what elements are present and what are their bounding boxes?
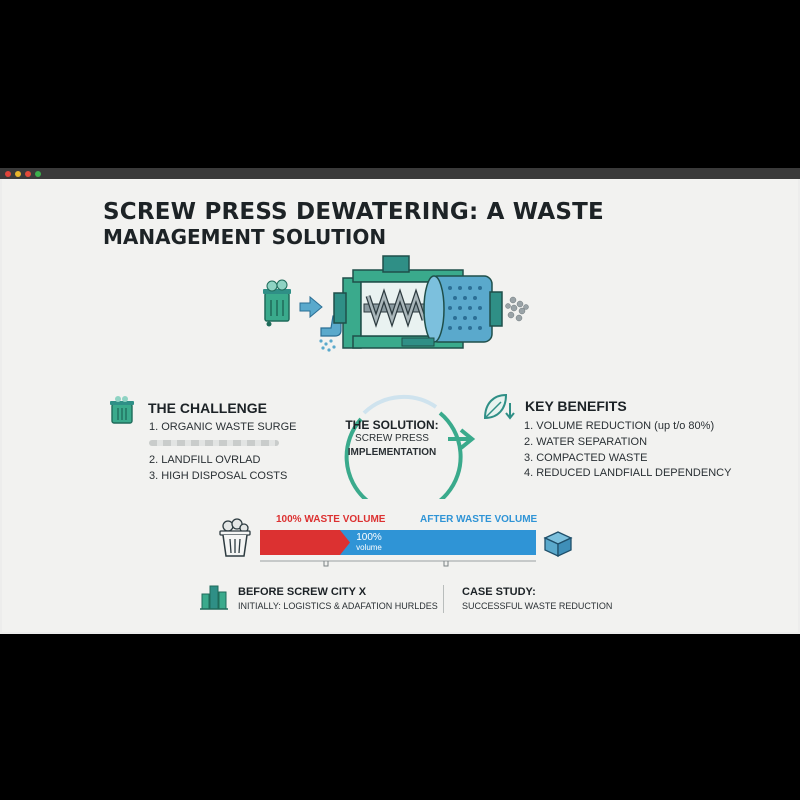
compacted-cube-icon: [543, 531, 573, 558]
solution-block: THE SOLUTION: SCREW PRESS IMPLEMENTATION: [334, 418, 450, 460]
benefit-item-3: 3. COMPACTED WASTE: [524, 452, 648, 464]
benefit-item-4: 4. REDUCED LANDFIALL DEPENDENCY: [524, 467, 732, 479]
volume-inner-value: 100%: [356, 532, 382, 543]
challenge-redacted-line: [149, 440, 279, 446]
fullscreen-window-button[interactable]: [35, 171, 41, 177]
close-window-button[interactable]: [5, 171, 11, 177]
benefits-heading: KEY BENEFITS: [525, 398, 627, 414]
page-subtitle: MANAGEMENT SOLUTION: [103, 225, 387, 249]
volume-inner-unit: volume: [356, 543, 382, 552]
solution-title: THE SOLUTION:: [345, 418, 439, 432]
benefit-item-2: 2. WATER SEPARATION: [524, 436, 648, 448]
trash-bin-icon: [110, 396, 134, 424]
city-buildings-icon: [200, 585, 228, 610]
case-study-heading: CASE STUDY:: [462, 586, 536, 598]
input-arrow-icon: [299, 295, 323, 319]
solution-cycle-icon: [344, 394, 476, 499]
case-study-text: SUCCESSFUL WASTE REDUCTION: [462, 601, 613, 611]
page-title: SCREW PRESS DEWATERING: A WASTE: [103, 199, 604, 225]
challenge-heading: THE CHALLENGE: [148, 400, 267, 416]
solution-line-3: IMPLEMENTATION: [347, 447, 437, 458]
before-city-heading: BEFORE SCREW CITY X: [238, 586, 367, 598]
volume-comparison-bar: [260, 530, 536, 567]
challenge-item-2: 2. LANDFILL OVRLAD: [149, 454, 261, 466]
slide-canvas: [2, 179, 798, 632]
challenge-item-1: 1. ORGANIC WASTE SURGE: [149, 421, 297, 433]
minimize-window-button[interactable]: [15, 171, 21, 177]
app-window: [0, 168, 800, 634]
maximize-window-button[interactable]: [25, 171, 31, 177]
volume-bar-inner-label: 100% volume: [346, 533, 392, 553]
screw-press-illustration: [263, 255, 529, 352]
before-volume-label: 100% WASTE VOLUME: [276, 514, 386, 525]
overflowing-bin-icon: [219, 518, 251, 557]
benefit-item-1: 1. VOLUME REDUCTION (up t/o 80%): [524, 420, 715, 432]
before-city-text: INITIALLY: LOGISTICS & ADAFATION HURLDES: [238, 601, 438, 611]
after-volume-label: AFTER WASTE VOLUME: [420, 514, 538, 525]
footer-divider: [443, 585, 444, 613]
waste-bin-icon: [263, 279, 291, 327]
leaf-down-arrow-icon: [483, 393, 515, 420]
challenge-item-3: 3. HIGH DISPOSAL COSTS: [149, 470, 288, 482]
solution-line-2: SCREW PRESS: [355, 433, 429, 444]
window-titlebar: [0, 168, 800, 179]
